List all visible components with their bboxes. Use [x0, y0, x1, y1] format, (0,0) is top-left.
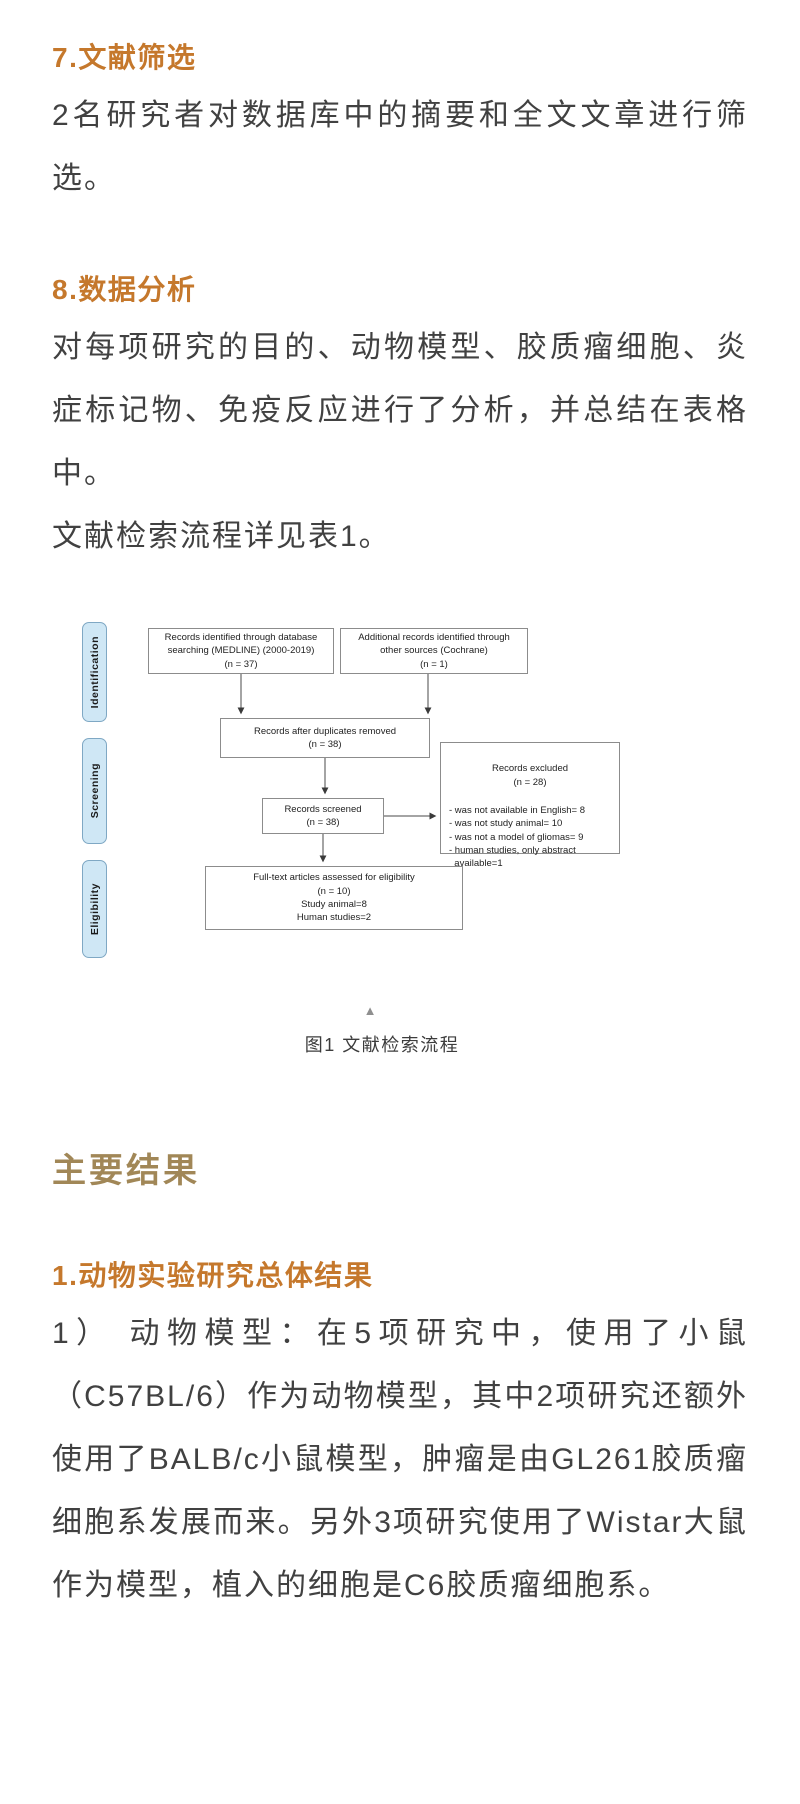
top-sections: 7.文献筛选 2名研究者对数据库中的摘要和全文文章进行筛选。 8.数据分析 对每… [0, 36, 800, 568]
flow-box-records-excluded: Records excluded (n = 28) - was not avai… [440, 742, 620, 869]
flow-box-fulltext-assessed: Full-text articles assessed for eligibil… [205, 866, 463, 930]
results-section: 主要结果 1.动物实验研究总体结果 1） 动物模型：在5项研究中，使用了小鼠（C… [0, 1143, 800, 1617]
stage-identification: Identification [82, 622, 107, 722]
stage-screening: Screening [82, 738, 107, 844]
stage-screening-label: Screening [88, 763, 101, 819]
animal-study-paragraph: 1） 动物模型：在5项研究中，使用了小鼠（C57BL/6）作为动物模型，其中2项… [52, 1317, 748, 1602]
flow-box-duplicates-removed: Records after duplicates removed (n = 38… [220, 718, 430, 758]
flow-box-records-excluded-items: - was not available in English= 8 - was … [449, 805, 585, 870]
flow-box-records-excluded-title: Records excluded (n = 28) [491, 763, 569, 788]
flowchart-arrows [237, 674, 437, 863]
stage-eligibility-label: Eligibility [88, 882, 101, 936]
figure-1: Identification Screening Eligibility Rec… [0, 610, 800, 1057]
stage-eligibility: Eligibility [82, 860, 107, 958]
flow-box-database-search: Records identified through database sear… [148, 628, 334, 674]
results-heading: 主要结果 [52, 1152, 200, 1190]
section-7-paragraph: 2名研究者对数据库中的摘要和全文文章进行筛选。 [52, 99, 748, 195]
triangle-icon: ▲ [363, 1003, 377, 1018]
flow-box-other-sources: Additional records identified through ot… [340, 628, 528, 674]
figure-caption: 图1 文献检索流程 [304, 1035, 460, 1055]
section-8-heading: 8.数据分析 [52, 274, 197, 305]
stage-identification-label: Identification [88, 635, 101, 709]
flow-box-records-screened: Records screened (n = 38) [262, 798, 384, 834]
figure-meta: ▲ 图1 文献检索流程 [0, 1004, 800, 1057]
animal-study-heading: 1.动物实验研究总体结果 [52, 1260, 374, 1291]
section-7-heading: 7.文献筛选 [52, 42, 197, 73]
section-8-paragraph-2: 文献检索流程详见表1。 [52, 520, 391, 553]
section-8-paragraph-1: 对每项研究的目的、动物模型、胶质瘤细胞、炎症标记物、免疫反应进行了分析，并总结在… [52, 331, 748, 490]
prisma-flowchart: Identification Screening Eligibility Rec… [0, 610, 800, 970]
